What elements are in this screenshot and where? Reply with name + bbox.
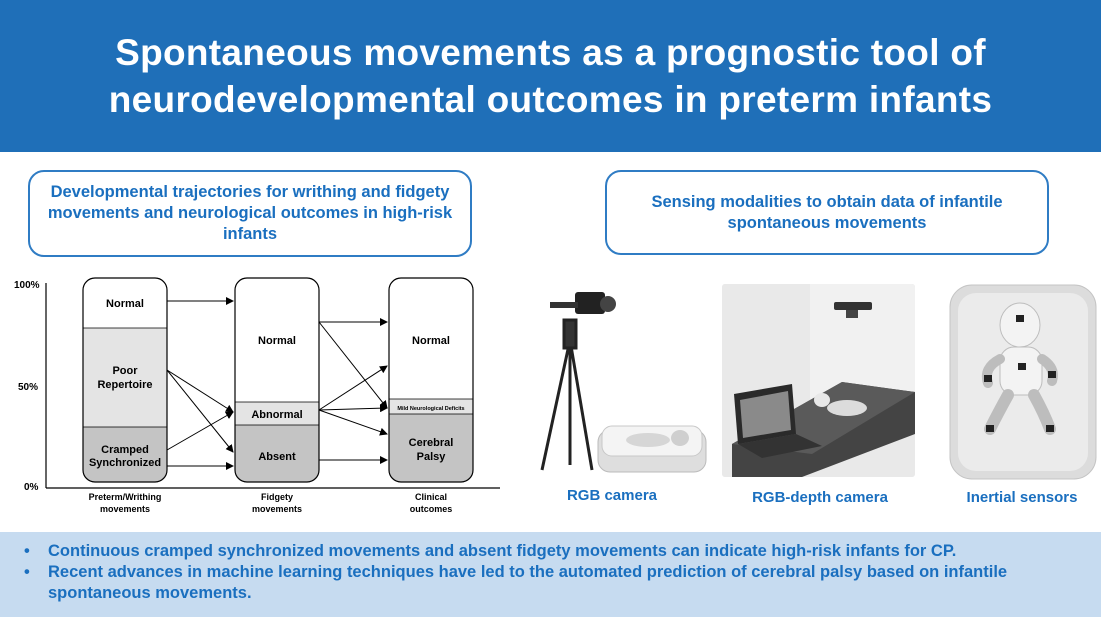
page-title: Spontaneous movements as a prognostic to… [109, 29, 992, 123]
trajectories-heading: Developmental trajectories for writhing … [47, 183, 453, 243]
label-fidgety-normal: Normal [258, 335, 296, 347]
label-outcomes-normal: Normal [412, 335, 450, 347]
arrows-fidgety-to-outcomes [318, 318, 388, 464]
trajectories-heading-box: Developmental trajectories for writhing … [28, 170, 472, 257]
sensing-heading: Sensing modalities to obtain data of inf… [651, 192, 1003, 232]
depth-sensor-icon [834, 302, 872, 318]
column-writhing-frame [82, 277, 168, 483]
column-fidgety-label-1: Fidgety [261, 492, 293, 502]
infant-mattress-icon [597, 425, 707, 473]
title-line-1: Spontaneous movements as a prognostic to… [115, 32, 986, 73]
column-outcomes-frame [388, 277, 474, 483]
column-fidgety: Normal Abnormal Absent Fidgety movements [234, 277, 320, 514]
summary-item: • Recent advances in machine learning te… [20, 562, 1081, 604]
label-writhing-cramped-2: Synchronized [89, 457, 161, 469]
label-fidgety-abnormal: Abnormal [251, 409, 302, 421]
arrow [166, 411, 234, 451]
segment-writhing-normal [83, 278, 167, 328]
segment-fidgety-normal [235, 278, 319, 402]
label-writhing-poor-2: Repertoire [97, 379, 152, 391]
arrows-writhing-to-fidgety [166, 297, 234, 470]
column-fidgety-label-2: movements [252, 504, 302, 514]
label-writhing-cramped-1: Cramped [101, 444, 149, 456]
label-outcomes-mild: Mild Neurological Deficits [397, 406, 464, 412]
infant-icon [814, 393, 867, 416]
title-banner: Spontaneous movements as a prognostic to… [0, 0, 1101, 152]
column-fidgety-frame [234, 277, 320, 483]
arrow [318, 404, 388, 413]
title-line-2: neurodevelopmental outcomes in preterm i… [108, 79, 993, 120]
column-writhing: Normal Poor Repertoire Cramped Synchroni… [82, 277, 168, 514]
segment-fidgety-absent [235, 425, 319, 482]
label-writhing-normal: Normal [106, 298, 144, 310]
label-writhing-poor-1: Poor [112, 365, 138, 377]
segment-writhing-poor [83, 328, 167, 427]
bullet-icon: • [24, 563, 30, 581]
column-writhing-label-1: Preterm/Writhing [89, 492, 162, 502]
segment-writhing-cramped [83, 427, 167, 482]
summary-item: • Continuous cramped synchronized moveme… [20, 541, 1081, 562]
sensing-heading-box: Sensing modalities to obtain data of inf… [605, 170, 1049, 255]
y-tick-50: 50% [18, 382, 38, 393]
tripod-icon [540, 318, 594, 471]
segment-outcomes-mild [389, 399, 473, 414]
rgb-camera-image [540, 292, 707, 473]
segment-outcomes-cp [389, 414, 473, 482]
arrow [318, 409, 388, 436]
segment-fidgety-abnormal [235, 402, 319, 425]
column-outcomes-label-2: outcomes [410, 504, 453, 514]
y-tick-0: 0% [24, 482, 39, 493]
inertial-sensors-caption: Inertial sensors [966, 489, 1078, 506]
label-outcomes-cp-2: Palsy [417, 451, 447, 463]
summary-text: Continuous cramped synchronized movement… [48, 542, 957, 560]
rgbd-camera-caption: RGB-depth camera [752, 489, 888, 506]
column-writhing-label-2: movements [100, 504, 150, 514]
column-outcomes: Normal Mild Neurological Deficits Cerebr… [388, 277, 474, 514]
column-outcomes-label-1: Clinical [415, 492, 447, 502]
segment-outcomes-normal [389, 278, 473, 399]
summary-list: • Continuous cramped synchronized moveme… [20, 541, 1081, 604]
y-tick-100: 100% [14, 280, 40, 291]
arrow [318, 365, 388, 411]
trajectory-diagram: 100% 50% 0% Normal Poor Repertoire Cramp… [14, 277, 500, 514]
summary-text: Recent advances in machine learning tech… [48, 563, 1008, 602]
inertial-sensors-image [949, 284, 1097, 480]
laptop-icon [734, 384, 822, 458]
sensor-markers-icon [984, 315, 1056, 432]
camera-icon [550, 292, 616, 314]
rgbd-camera-image [722, 284, 915, 477]
rgb-camera-caption: RGB camera [566, 487, 658, 504]
label-outcomes-cp-1: Cerebral [409, 437, 454, 449]
arrow [318, 321, 388, 409]
bullet-icon: • [24, 542, 30, 560]
summary-footer: • Continuous cramped synchronized moveme… [0, 532, 1101, 617]
label-fidgety-absent: Absent [258, 451, 296, 463]
arrow [166, 369, 234, 413]
arrow [166, 369, 234, 453]
